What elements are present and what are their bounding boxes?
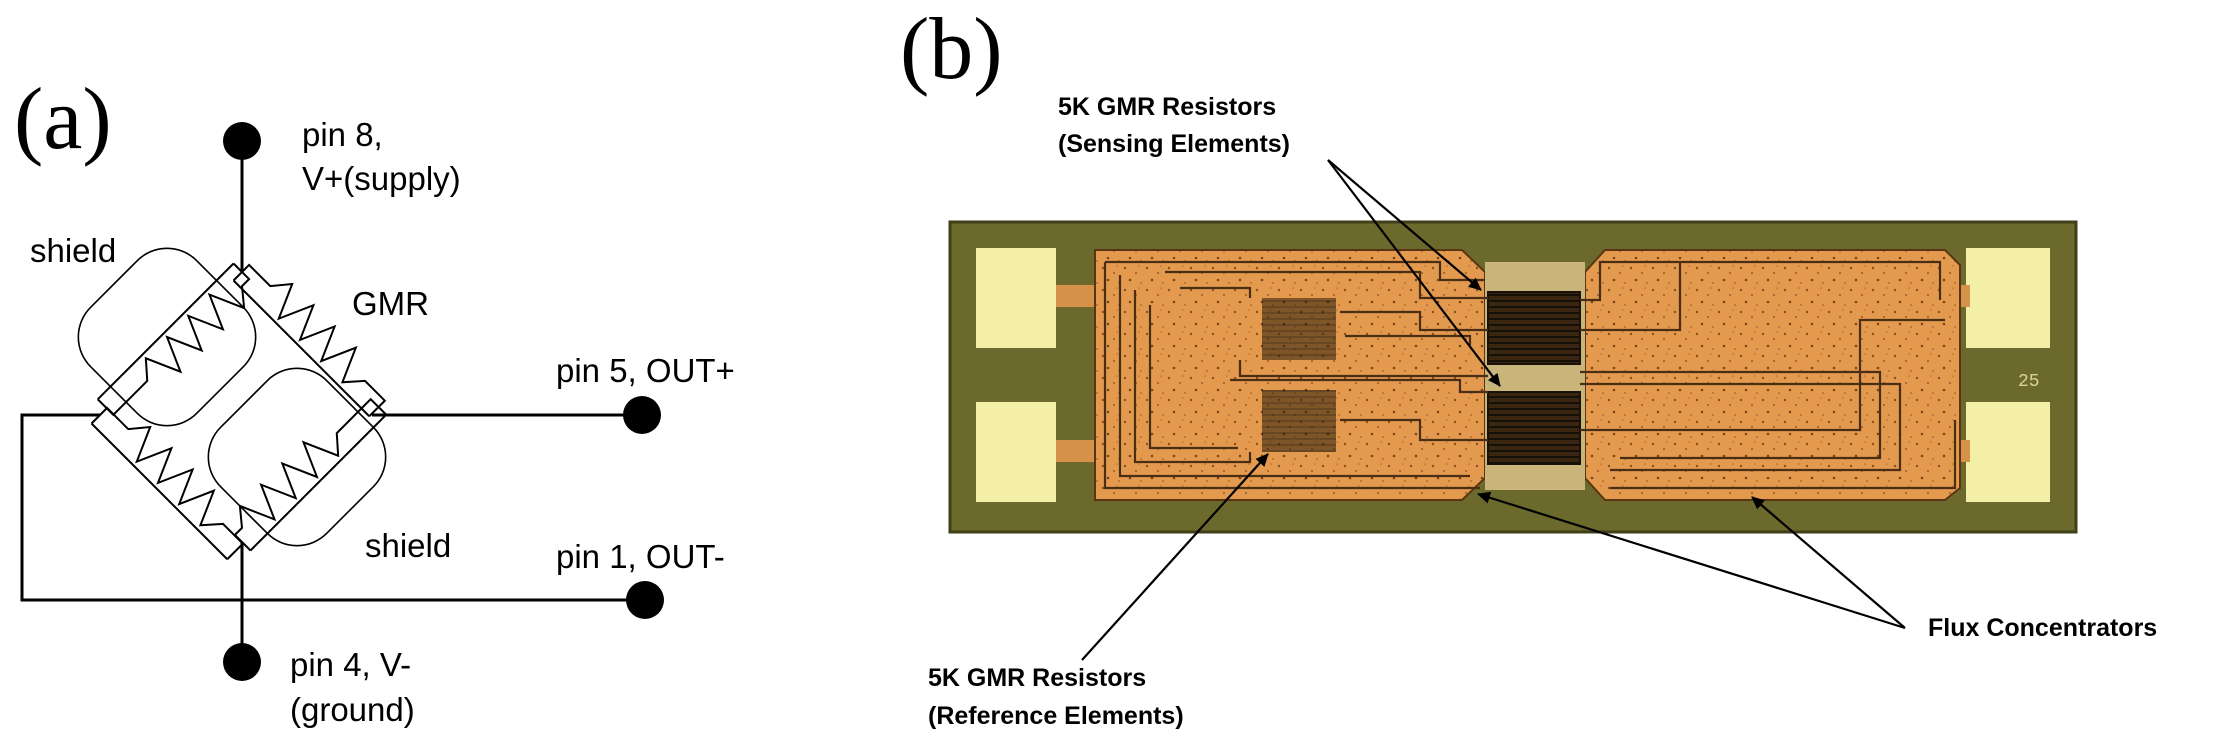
pin8-function-label: V+(supply) [302, 160, 461, 197]
bond-pad [976, 248, 1056, 348]
terminal-pin5 [623, 396, 661, 434]
arrow-sensing-top [1327, 159, 1482, 291]
pin5-label: pin 5, OUT+ [556, 352, 735, 389]
arrow-flux-left [1477, 491, 1906, 630]
gmr-resistor-top-right [232, 263, 387, 417]
chip-traces [1103, 260, 1957, 490]
shield-label-bottom: shield [365, 527, 451, 564]
pin4-label: pin 4, V- [290, 646, 411, 683]
terminal-pin1 [626, 581, 664, 619]
flux-callout: Flux Concentrators [1928, 614, 2157, 642]
reference-callout-line1: 5K GMR Resistors [928, 664, 1146, 692]
shield-outline-top [77, 247, 257, 427]
gmr-resistor-top-left [97, 262, 251, 417]
arrow-sensing-bottom [1327, 159, 1501, 387]
sensing-callout-line2: (Sensing Elements) [1058, 130, 1290, 158]
chip-micrograph: 25 [948, 220, 2078, 534]
sensing-element-bottom [1487, 391, 1581, 465]
sensing-element-top [1487, 291, 1581, 365]
callout-arrows [1081, 159, 1906, 661]
arrow-reference [1081, 453, 1269, 661]
gmr-resistor-bottom-right [233, 397, 387, 552]
arrow-flux-right [1751, 496, 1906, 629]
panel-a: (a) [14, 71, 735, 728]
panel-a-label: (a) [14, 71, 112, 168]
gmr-resistor-bottom-left [90, 406, 245, 560]
bond-pad [1966, 402, 2050, 502]
pin4-function-label: (ground) [290, 691, 415, 728]
terminal-pin8 [223, 122, 261, 160]
bond-pad [976, 402, 1056, 502]
shield-outline-bottom [207, 367, 387, 547]
bond-pad [1966, 248, 2050, 348]
gmr-label: GMR [352, 285, 429, 322]
reference-callout-line2: (Reference Elements) [928, 702, 1184, 730]
reference-element-top [1262, 298, 1336, 360]
shield-label-top: shield [30, 232, 116, 269]
chip-marking: 25 [2018, 372, 2040, 392]
terminal-pin4 [223, 643, 261, 681]
pin1-label: pin 1, OUT- [556, 538, 725, 575]
sensing-callout-line1: 5K GMR Resistors [1058, 93, 1276, 121]
reference-element-bottom [1262, 390, 1336, 452]
panel-b-label: (b) [900, 1, 1003, 98]
bridge-wires [20, 141, 640, 658]
pin8-label: pin 8, [302, 116, 383, 153]
flux-concentrator-right [1584, 249, 1961, 501]
panel-b: (b) [900, 1, 2157, 730]
